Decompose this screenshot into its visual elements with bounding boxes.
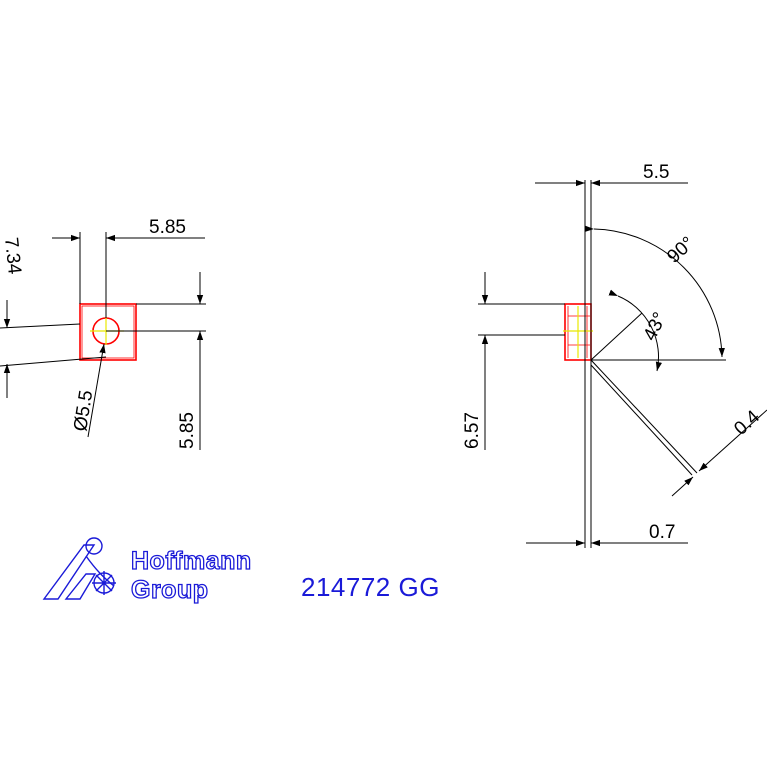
side-view-tool-edge (584, 180, 726, 548)
dim-side-height (478, 272, 565, 450)
dim-front-left-label: 7.34 (0, 236, 25, 275)
dim-front-height-label: 5.85 (177, 412, 198, 449)
brand-name-line1: Hoffmann (131, 547, 252, 575)
dim-side-height-label: 6.57 (462, 412, 483, 449)
dim-side-chamfer (671, 409, 767, 497)
dim-front-height (106, 272, 206, 450)
dim-front-left (0, 300, 107, 398)
dim-side-angle-90-label: 90° (663, 233, 698, 268)
dim-bore-label: Ø5.5 (70, 389, 97, 433)
dim-side-top-label: 5.5 (643, 162, 669, 183)
dim-front-width-label: 5.85 (149, 217, 186, 238)
dim-side-angle-90-arc (584, 225, 725, 358)
dim-bore-leader (87, 343, 106, 438)
dim-front-width (52, 232, 205, 318)
hoffmann-figure-logo-icon (42, 537, 116, 600)
dim-side-chamfer-label: 0.4 (730, 406, 764, 440)
dim-side-angle-43-arc (608, 289, 662, 372)
side-view: 5.5 90° 43° 6.57 0.4 0.7 (462, 162, 767, 548)
dim-side-angle-43-label: 43° (640, 309, 671, 344)
front-view-square-outline (79, 303, 137, 361)
dim-side-bottom-label: 0.7 (649, 522, 675, 543)
front-view: 5.85 5.85 Ø5.5 7.34 (0, 217, 206, 450)
brand-name-line2: Group (131, 576, 209, 604)
front-view-inner-outline (81, 305, 135, 359)
part-number: 214772 GG (301, 572, 440, 602)
